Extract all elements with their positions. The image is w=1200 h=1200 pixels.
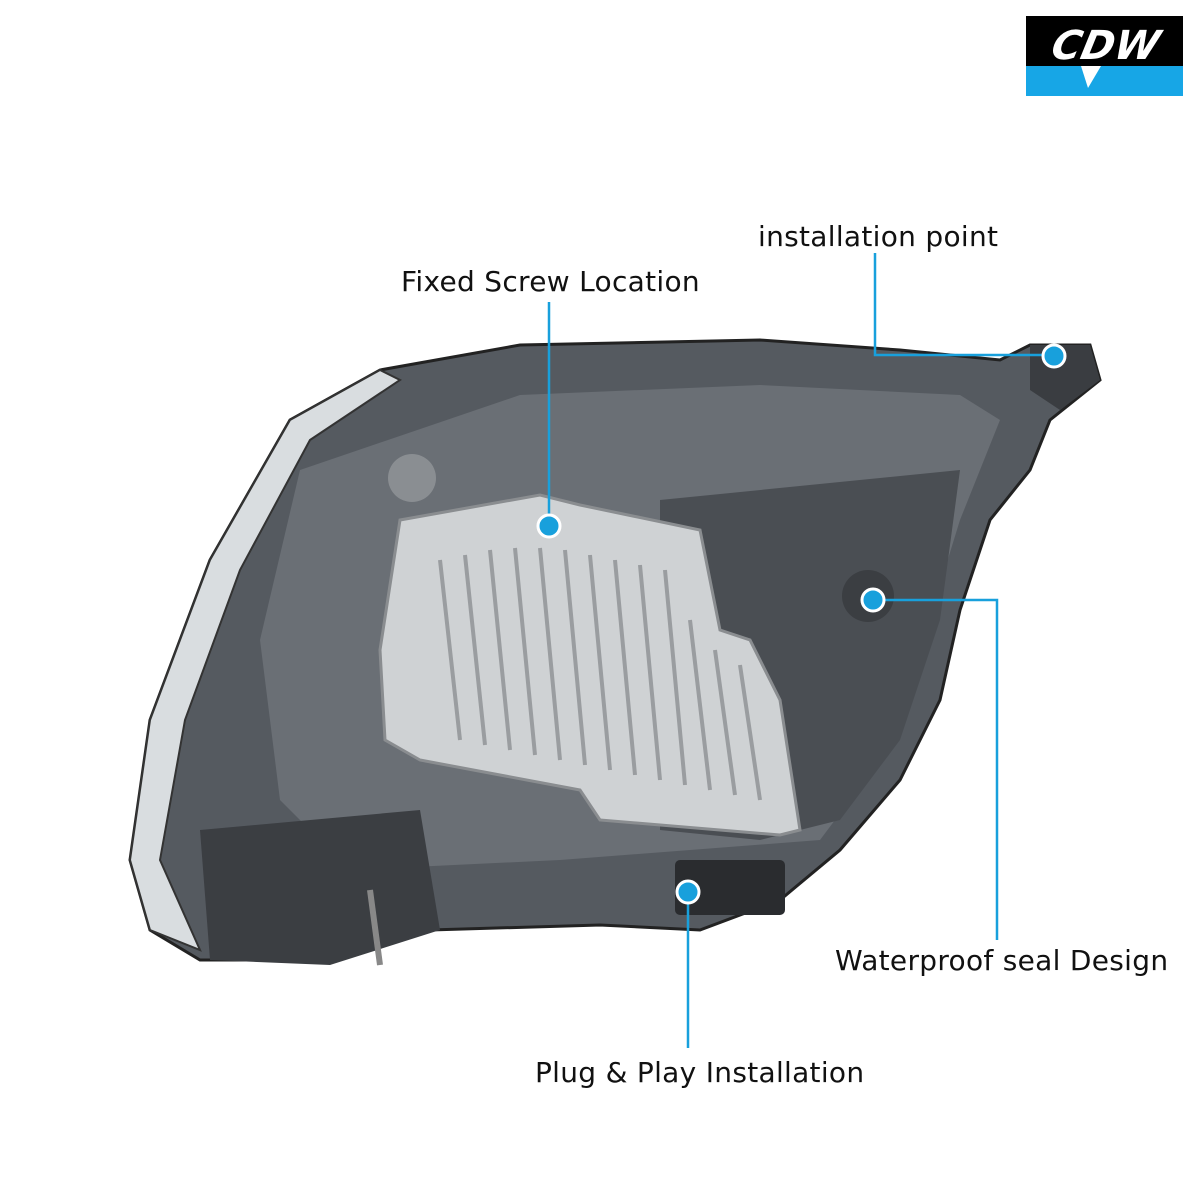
callout-dot-waterproof-seal (860, 587, 886, 613)
callout-line-waterproof-seal (873, 598, 999, 940)
label-plug-play-installation: Plug & Play Installation (535, 1056, 865, 1089)
brand-logo-graphic: CDW (1026, 16, 1183, 96)
callout-dot-fixed-screw (536, 513, 562, 539)
callout-dot-installation-point (1041, 343, 1067, 369)
plug-connector (675, 860, 785, 915)
label-fixed-screw-location: Fixed Screw Location (401, 265, 700, 298)
lens-edge (128, 368, 402, 952)
label-installation-point: installation point (758, 220, 999, 253)
brand-logo: CDW (1026, 16, 1183, 96)
callout-dot-plug-play (675, 879, 701, 905)
label-waterproof-seal-design: Waterproof seal Design (835, 944, 1169, 977)
svg-text:CDW: CDW (1047, 21, 1166, 68)
heat-sink-plate (378, 493, 802, 837)
callout-lines (547, 253, 1054, 1048)
callout-line-installation-point (873, 253, 1054, 357)
